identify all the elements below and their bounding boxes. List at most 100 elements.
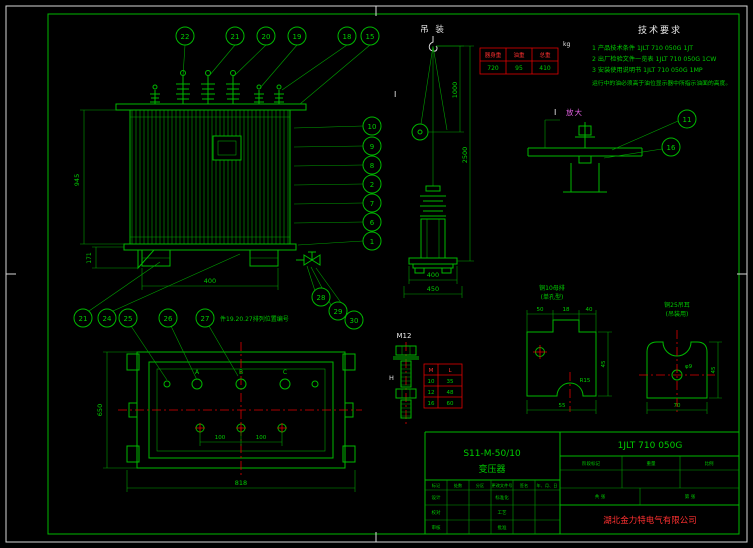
- balloon-front-right-4: [362, 193, 382, 213]
- clamp1-title: 铜10母排: [539, 284, 565, 292]
- balloon-front-right-0: [362, 116, 382, 136]
- balloon-label: 7: [370, 200, 374, 208]
- balloon-label: 18: [343, 33, 352, 41]
- dim-clamp2-45: 45: [711, 366, 717, 373]
- tb-header-docno: 更改文件号: [492, 482, 513, 489]
- dim-clamp2-hole: φ9: [685, 364, 693, 370]
- hoist-label: 吊 装: [420, 24, 446, 35]
- weight-table: 器身重 油重 总重 720 95 410 kg: [479, 41, 570, 75]
- balloon-front-top-5: [360, 26, 380, 46]
- clamp2-subtitle: (吊装用): [666, 310, 689, 318]
- balloon-front-right-1: [362, 136, 382, 156]
- dim-plan-height: 650: [96, 404, 104, 416]
- clamp2-title: 铜25吊耳: [664, 301, 690, 309]
- stud-table-cell: 16: [428, 401, 435, 407]
- product-name: 变压器: [478, 463, 505, 475]
- dim-clamp1-55: 55: [559, 403, 566, 409]
- weight-header-total: 总重: [539, 51, 551, 59]
- dim-clamp1-40: 40: [586, 307, 593, 313]
- company-name: 湖北金力特电气有限公司: [603, 515, 697, 526]
- stud-detail: M12 H M L 10 35 12 48 16 60: [389, 332, 463, 424]
- bracket-detail: Ⅰ 放大 11 16: [527, 107, 697, 193]
- dim-hoist-upper: 1000: [451, 82, 459, 99]
- phase-c: C: [283, 369, 287, 376]
- tech-title: 技术要求: [638, 24, 682, 36]
- tb-header-mark: 标记: [432, 482, 441, 489]
- weight-value-oil: 95: [515, 65, 523, 72]
- balloon-front-top-4: [337, 26, 357, 46]
- balloon-front-right-3: [362, 174, 382, 194]
- balloon-label: 29: [334, 308, 343, 316]
- dim-front-width: 400: [204, 277, 216, 285]
- tech-item-4: 运行中的油必须高于油位显示器中所指示油面的高度。: [592, 79, 731, 87]
- balloon-plan-right-0: [311, 287, 331, 307]
- tb-header-sign: 签名: [520, 482, 528, 489]
- dim-hoist-w2: 450: [427, 285, 439, 293]
- nameplate: [212, 135, 242, 161]
- tb-header-count: 处数: [454, 482, 463, 489]
- balloon-plan-top-0: [73, 308, 93, 328]
- section-mark-1: Ⅰ: [394, 90, 396, 99]
- balloon-plan-right-1: [328, 301, 348, 321]
- phase-a: A: [195, 369, 200, 376]
- tech-item-1: 1 产品技术条件 1JLT 710 050G 1JT: [592, 44, 693, 52]
- dim-plan-p2: 100: [256, 435, 267, 441]
- dim-plan-p1: 100: [215, 435, 226, 441]
- sheets-label: 共 张: [595, 493, 606, 500]
- dim-front-base: 171: [86, 252, 93, 264]
- weight-header-oil: 油重: [513, 51, 525, 59]
- hoist-view: 吊 装 Ⅰ 1000 2500 400 450: [394, 24, 474, 298]
- tech-item-3: 3 安装使用说明书 1JLT 710 050G 1MP: [592, 66, 703, 74]
- balloon-label: 16: [667, 144, 676, 152]
- dim-clamp1-18: 18: [563, 307, 570, 313]
- tb-staff-approve: 批准: [498, 524, 507, 531]
- dim-clamp2-70: 70: [674, 403, 681, 409]
- lug-clamp-detail: 铜25吊耳 (吊装用) 70 45 φ9: [639, 301, 722, 414]
- tb-staff-process: 工艺: [498, 510, 507, 516]
- hv-bushings: [176, 70, 240, 104]
- weight-unit: kg: [563, 41, 570, 48]
- scale-label: 比例: [705, 460, 714, 467]
- balloon-label: 22: [181, 33, 190, 41]
- balloons-plan-top: 21 24 25 26 27: [73, 253, 241, 381]
- balloon-label: 30: [350, 317, 359, 325]
- balloon-front-top-1: [225, 26, 245, 46]
- tb-staff-design: 设计: [432, 494, 441, 501]
- stage-label: 阶段标记: [582, 460, 600, 467]
- dim-clamp1-r: R15: [580, 378, 591, 384]
- balloon-front-right-6: [362, 231, 382, 251]
- balloon-label: 8: [370, 162, 374, 170]
- enlarge-label: 放大: [566, 107, 583, 117]
- balloon-label: 10: [368, 123, 377, 131]
- dim-hoist-total: 2500: [461, 147, 469, 164]
- balloon-label: 1: [370, 238, 374, 246]
- balloon-front-top-0: [175, 26, 195, 46]
- drawing-number: 1JLT 710 050G: [618, 441, 683, 451]
- stud-table-h1: M: [429, 368, 434, 374]
- plan-view: A B C 650 818 100 100 件19.20.27排列位置编号: [96, 315, 362, 492]
- balloons-plan-right: 28 29 30: [306, 265, 364, 330]
- title-block: S11-M-50/10 变压器 1JLT 710 050G 阶段标记 重量 比例…: [424, 431, 739, 534]
- balloon-plan-right-2: [344, 310, 364, 330]
- plan-note: 件19.20.27排列位置编号: [220, 315, 289, 323]
- balloon-detail-1: [661, 137, 681, 157]
- busbar-clamp-detail: 铜10母排 (单孔型) 50 18 40 45 55 R15: [526, 284, 612, 414]
- balloon-plan-top-1: [97, 308, 117, 328]
- product-model: S11-M-50/10: [463, 449, 521, 459]
- tb-header-date: 年、月、日: [537, 482, 558, 489]
- balloon-label: 24: [103, 315, 112, 323]
- balloon-detail-0: [677, 109, 697, 129]
- balloon-front-top-2: [256, 26, 276, 46]
- balloon-front-right-2: [362, 155, 382, 175]
- stud-label: M12: [397, 332, 412, 340]
- weight-header-body: 器身重: [485, 51, 502, 59]
- balloon-front-top-3: [287, 26, 307, 46]
- stud-table-cell: 48: [447, 390, 454, 396]
- tb-header-zone: 分区: [476, 482, 484, 489]
- drain-valve: [296, 251, 321, 266]
- dim-clamp1-50: 50: [537, 307, 544, 313]
- stud-h-label: H: [389, 374, 394, 382]
- clamp1-subtitle: (单孔型): [541, 293, 564, 301]
